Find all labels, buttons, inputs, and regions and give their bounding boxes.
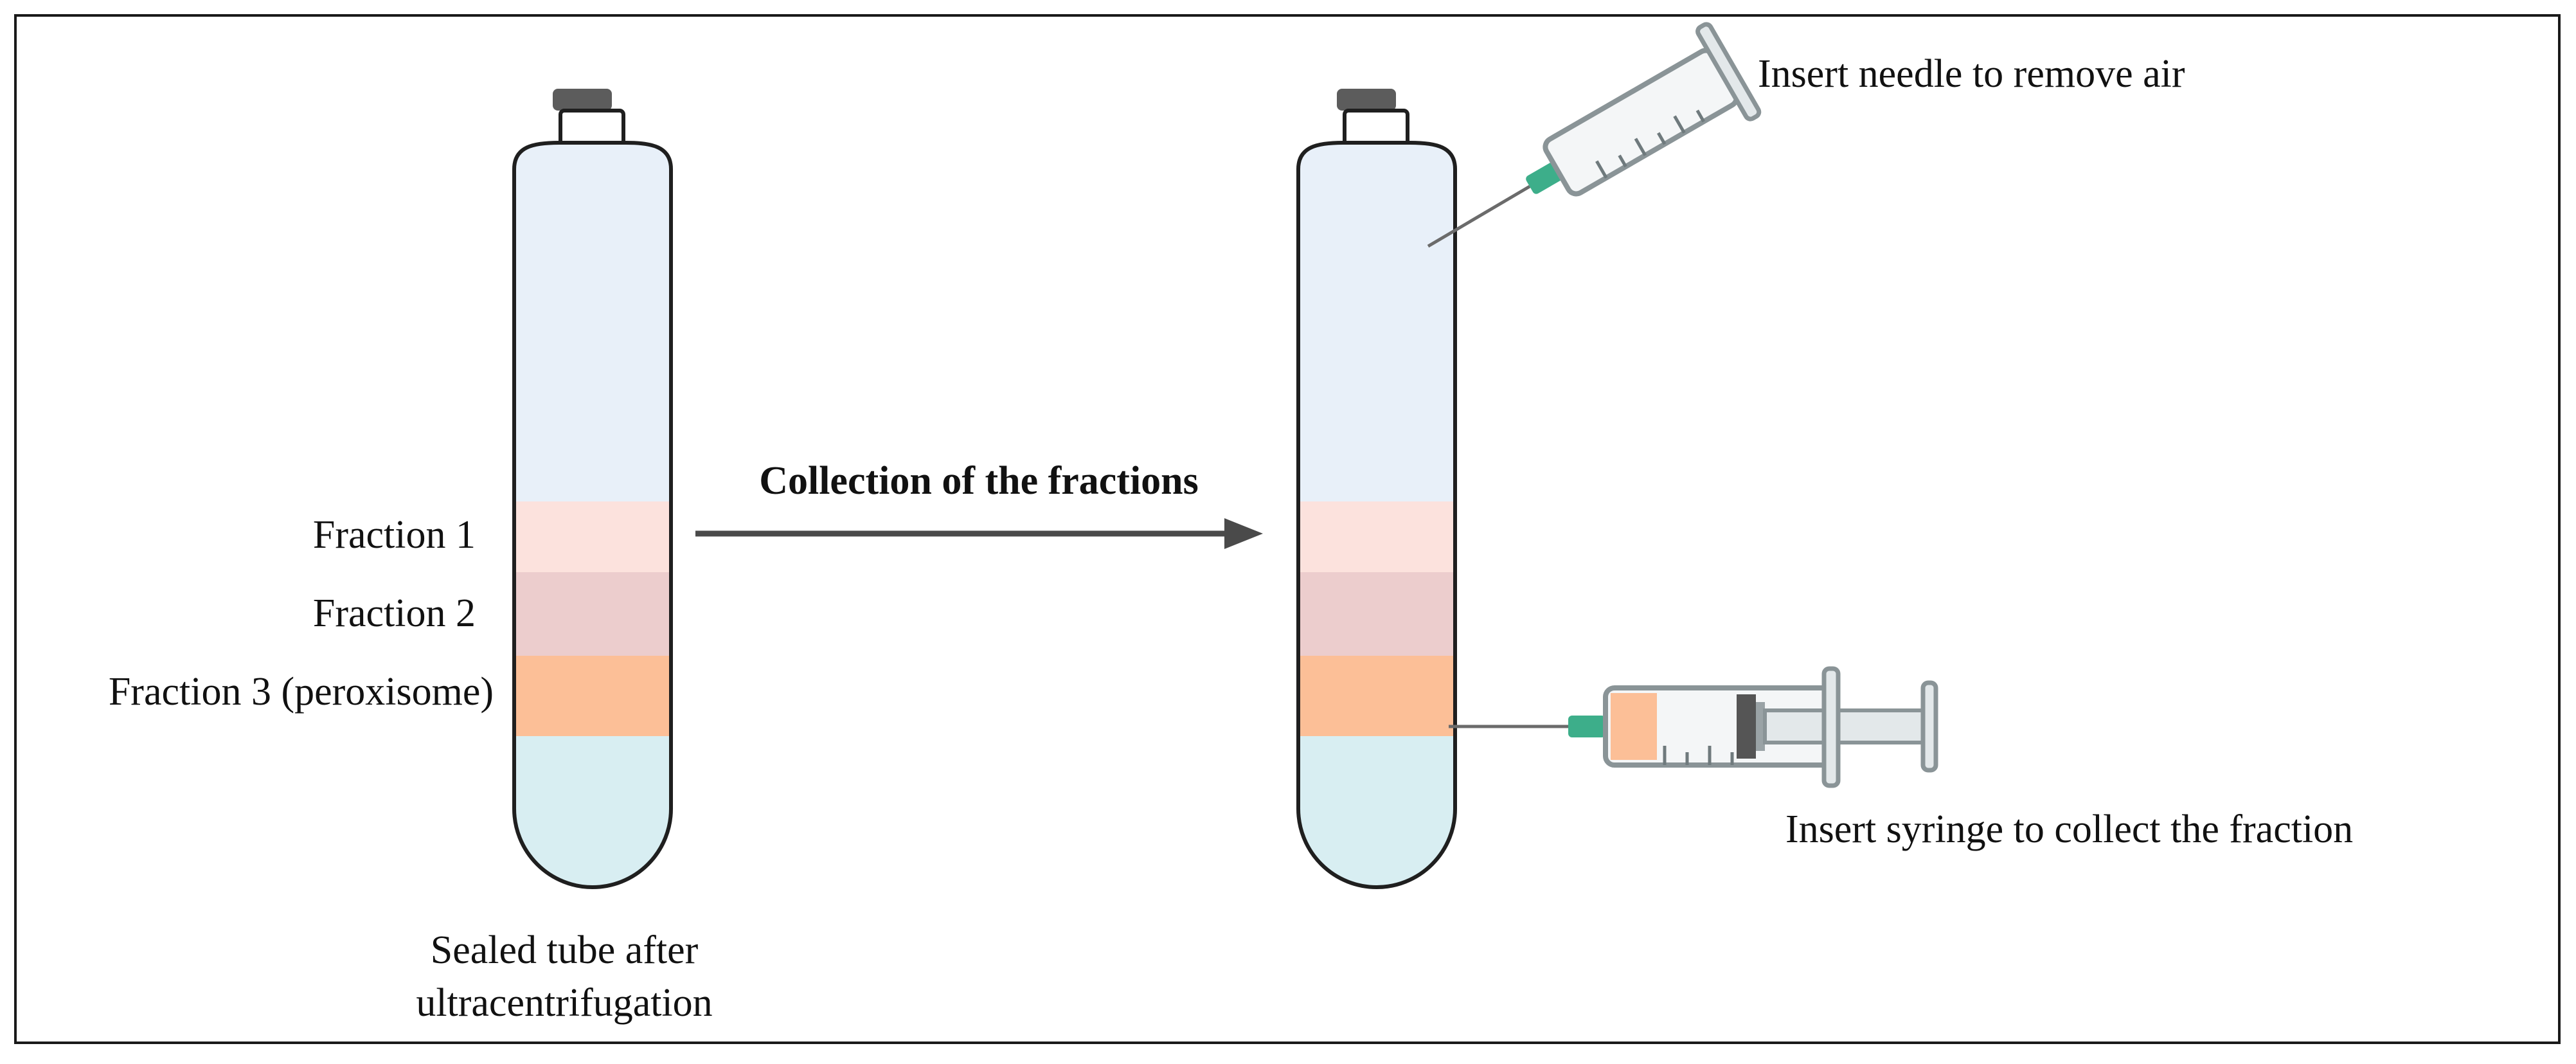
needle-label: Insert needle to remove air [1758, 52, 2185, 96]
sealed-tube-icon [512, 89, 673, 889]
air-region [1298, 143, 1455, 501]
bottom-liquid [1298, 736, 1455, 887]
air-region [514, 143, 671, 501]
sealed-tube-icon [1296, 89, 1457, 889]
fraction-1-label: Fraction 1 [313, 513, 476, 557]
plunger-seal [1756, 702, 1765, 751]
process-arrow [695, 518, 1263, 549]
needle-syringe-icon [1427, 22, 1762, 248]
syringe-flange [1695, 22, 1762, 122]
tube-outline [1296, 141, 1457, 889]
caption-line-2: ultracentrifugation [416, 981, 712, 1025]
needle-hub [1526, 162, 1562, 194]
fraction-2-band [514, 572, 671, 656]
syringe-label: Insert syringe to collect the fraction [1785, 807, 2353, 851]
fraction-3-label: Fraction 3 (peroxisome) [109, 670, 494, 714]
plunger-rod [1763, 708, 1925, 744]
tube-outline [512, 141, 673, 889]
plunger-stopper [1737, 694, 1756, 759]
figure-frame [14, 14, 2561, 1044]
bottom-liquid [514, 736, 671, 887]
fraction-3-band [514, 656, 671, 736]
arrow-label: Collection of the fractions [759, 459, 1199, 503]
fraction-1-band [1298, 501, 1455, 572]
plunger-thumb-rest [1920, 680, 1938, 773]
arrow-head [1224, 518, 1263, 549]
fraction-2-label: Fraction 2 [313, 591, 476, 635]
needle-hub [1568, 716, 1606, 737]
syringe-flange [1821, 666, 1841, 788]
tube-cap-top [553, 89, 612, 111]
fraction-1-band [514, 501, 671, 572]
collected-fraction-fluid [1611, 693, 1657, 760]
tube-cap-top [1337, 89, 1396, 111]
collecting-syringe-icon [1449, 666, 1938, 788]
fraction-3-band [1298, 656, 1455, 736]
fraction-2-band [1298, 572, 1455, 656]
caption-line-1: Sealed tube after [431, 928, 699, 972]
needle-shaft [1427, 185, 1531, 248]
